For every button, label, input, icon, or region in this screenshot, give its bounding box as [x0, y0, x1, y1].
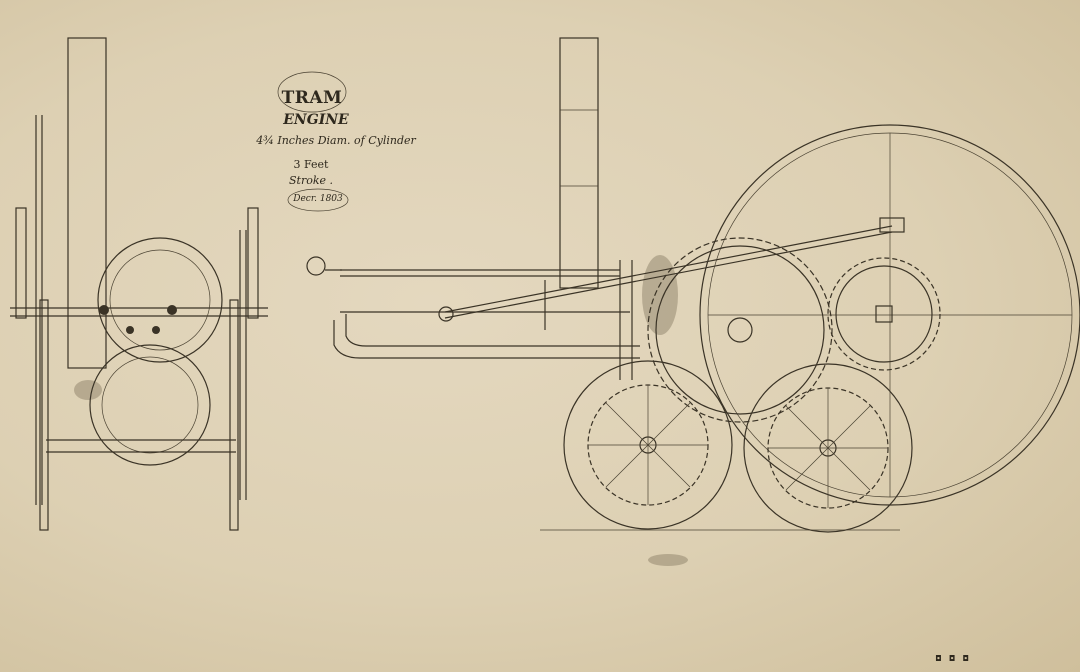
drive-wheel-rear [743, 363, 913, 533]
cylinder-end [97, 237, 223, 363]
bracket-left [15, 207, 27, 319]
main-gear [647, 237, 833, 423]
drawing-title: TRAM [281, 88, 343, 108]
stroke-label: Stroke . [288, 174, 333, 187]
crank-pin [879, 217, 905, 233]
crosshead-pin [438, 306, 454, 322]
bolt [99, 305, 109, 315]
regulator-handle[interactable] [306, 256, 326, 276]
wheel-left [39, 299, 49, 531]
main-gear-hub [727, 317, 753, 343]
drawing-date: Decr. 1803 [293, 194, 343, 204]
title-oval [277, 71, 347, 113]
cylinder-end-inner [109, 249, 211, 351]
boiler-end-inner [101, 356, 199, 454]
pinion-gear [827, 257, 941, 371]
bolt [152, 326, 160, 334]
bolt [126, 326, 134, 334]
connecting-rod [444, 225, 893, 313]
boiler-end [89, 344, 211, 466]
wheel-spokes [588, 385, 888, 508]
wheel-right [229, 299, 239, 531]
cylinder-spec: 4¾ Inches Diam. of Cylinder [256, 134, 416, 147]
date-oval [287, 188, 349, 212]
pinion-gear-rim [835, 265, 933, 363]
archive-stamp: ◘ ◘ ◘ [936, 654, 971, 663]
end-elevation [10, 37, 268, 531]
ink-stain [74, 380, 102, 400]
chimney-side [559, 37, 599, 289]
boiler-outline [333, 320, 640, 359]
drive-wheel-front [563, 360, 733, 530]
stroke-length: 3 Feet [293, 158, 329, 171]
bracket-right [247, 207, 259, 319]
main-gear-rim [655, 245, 825, 415]
ink-stain [648, 554, 688, 566]
boiler-inner [345, 314, 640, 347]
bolt [167, 305, 177, 315]
drawing-subtitle: ENGINE [283, 112, 349, 128]
side-elevation [306, 37, 1080, 533]
ink-stain [642, 255, 678, 335]
chimney-front [67, 37, 107, 369]
connecting-rod [444, 231, 893, 319]
pinion-hub [875, 305, 893, 323]
